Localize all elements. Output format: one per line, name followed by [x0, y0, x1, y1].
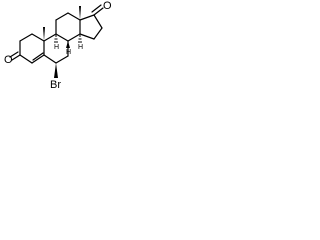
c10-methyl-wedge [43, 27, 45, 41]
bond-c12-c13 [67, 12, 81, 21]
bond-c6-c7 [55, 55, 69, 64]
bond-c17-o-double [91, 4, 102, 13]
c8-h-wedge [66, 41, 70, 48]
bond-c4-c5 [31, 54, 45, 64]
bond-c17-o [93, 7, 104, 16]
bond-c3-c4 [19, 54, 33, 64]
h9-label: H [54, 44, 59, 51]
c13-methyl-wedge [79, 6, 81, 20]
chemical-structure-diagram: O O Br H H H [4, 0, 112, 91]
bond-c14-c8 [67, 33, 81, 42]
bond-c9-c10 [43, 33, 57, 42]
bond-c3-o [11, 54, 21, 61]
bond-c3-o-double [9, 51, 19, 58]
c14-h-hash [78, 35, 82, 43]
bond-c17-c16 [93, 14, 103, 29]
bond-c16-c15 [93, 27, 103, 40]
h14-label: H [78, 44, 83, 51]
bond-c13-c17 [79, 14, 95, 21]
bond-c15-c14 [79, 33, 95, 40]
ketone-oxygen-ring-d: O [103, 0, 112, 12]
bond-c10-c1 [31, 33, 45, 42]
bond-c1-c2 [19, 33, 33, 42]
c9-h-hash [54, 35, 58, 43]
bond-c11-c12 [55, 12, 69, 21]
ketone-oxygen-ring-a: O [4, 54, 13, 66]
c6-bromine-wedge [54, 63, 58, 78]
bond-c4-c5-double [32, 52, 44, 61]
h8-label: H [66, 49, 71, 56]
bromine-label: Br [50, 79, 61, 91]
bond-c5-c6 [43, 54, 57, 64]
bond-lines [9, 4, 104, 64]
bond-c8-c9 [55, 33, 69, 42]
